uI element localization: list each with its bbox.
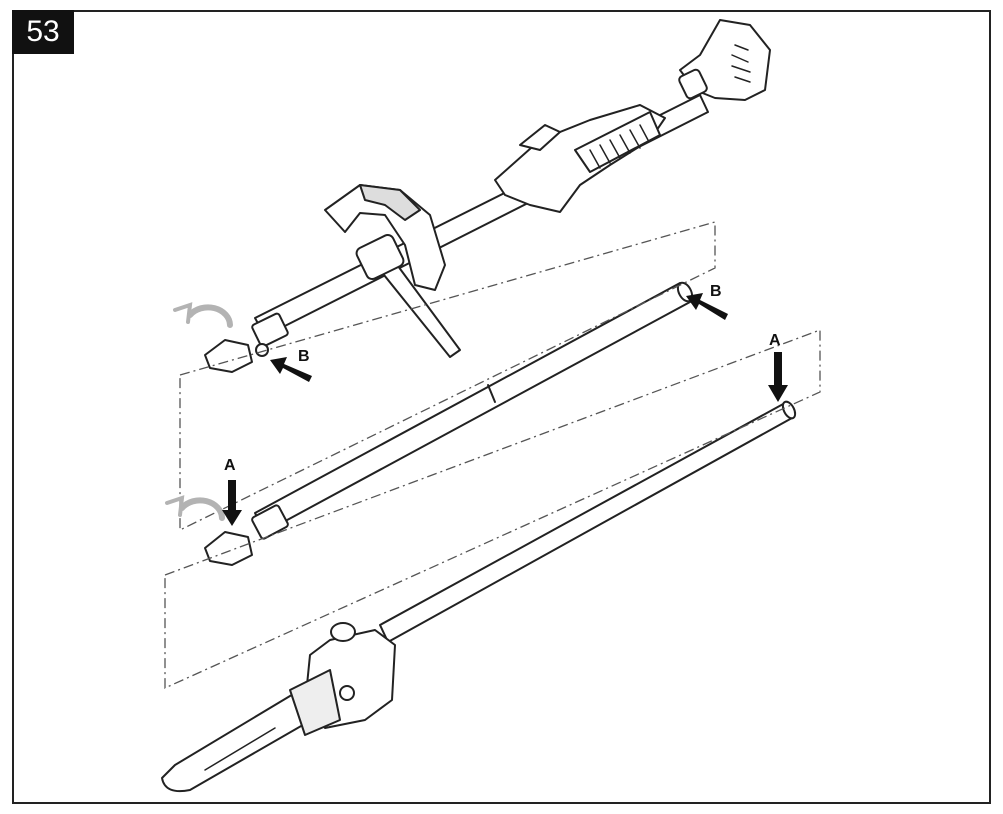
callout-a-extension: A	[224, 457, 236, 474]
pole-saw-unit	[161, 400, 797, 793]
motor-collar	[678, 68, 708, 100]
trigger-lever	[519, 124, 561, 151]
bar-nut	[339, 685, 355, 701]
rotate-arrow-upper-head	[173, 302, 193, 324]
callout-b-upper: B	[298, 348, 310, 365]
callout-a-saw-shaft: A	[769, 332, 781, 349]
figure-number-badge: 53	[12, 10, 74, 54]
extension-joint	[487, 384, 496, 403]
callout-b-extension: B	[710, 283, 722, 300]
oil-cap	[330, 622, 356, 642]
alignment-lines	[164, 221, 821, 690]
extension-clamp-ring	[204, 531, 253, 566]
grip-rib-lines	[589, 124, 649, 169]
upper-clamp-ring	[204, 339, 253, 373]
rotation-arrows	[165, 302, 233, 521]
power-head-unit	[204, 19, 771, 373]
guide-bar-slot	[204, 727, 276, 771]
rotate-arrow-lower-head	[165, 495, 185, 517]
rotate-arrow-lower	[179, 497, 225, 521]
saw-shaft-end	[781, 400, 797, 420]
sprocket-cover	[289, 669, 341, 736]
arrow-b-extension	[686, 293, 728, 320]
extension-pole	[204, 281, 694, 566]
extension-coupler	[251, 504, 289, 540]
alignment-box-lower	[164, 329, 821, 690]
upper-coupler	[251, 312, 289, 348]
saw-shaft-tube	[379, 402, 793, 643]
arrow-b-upper	[270, 357, 312, 382]
motor-vents	[731, 44, 751, 83]
rotate-arrow-upper	[187, 304, 233, 328]
loop-handle-grip	[359, 184, 421, 221]
handle-clamp	[355, 233, 405, 281]
alignment-box-upper	[179, 221, 716, 532]
arrow-a-extension	[222, 480, 242, 526]
pointer-arrows	[222, 293, 788, 526]
grip-ribs	[574, 111, 661, 173]
guide-bar	[161, 689, 316, 793]
arrow-a-saw-shaft	[768, 352, 788, 402]
figure-frame	[12, 10, 991, 804]
